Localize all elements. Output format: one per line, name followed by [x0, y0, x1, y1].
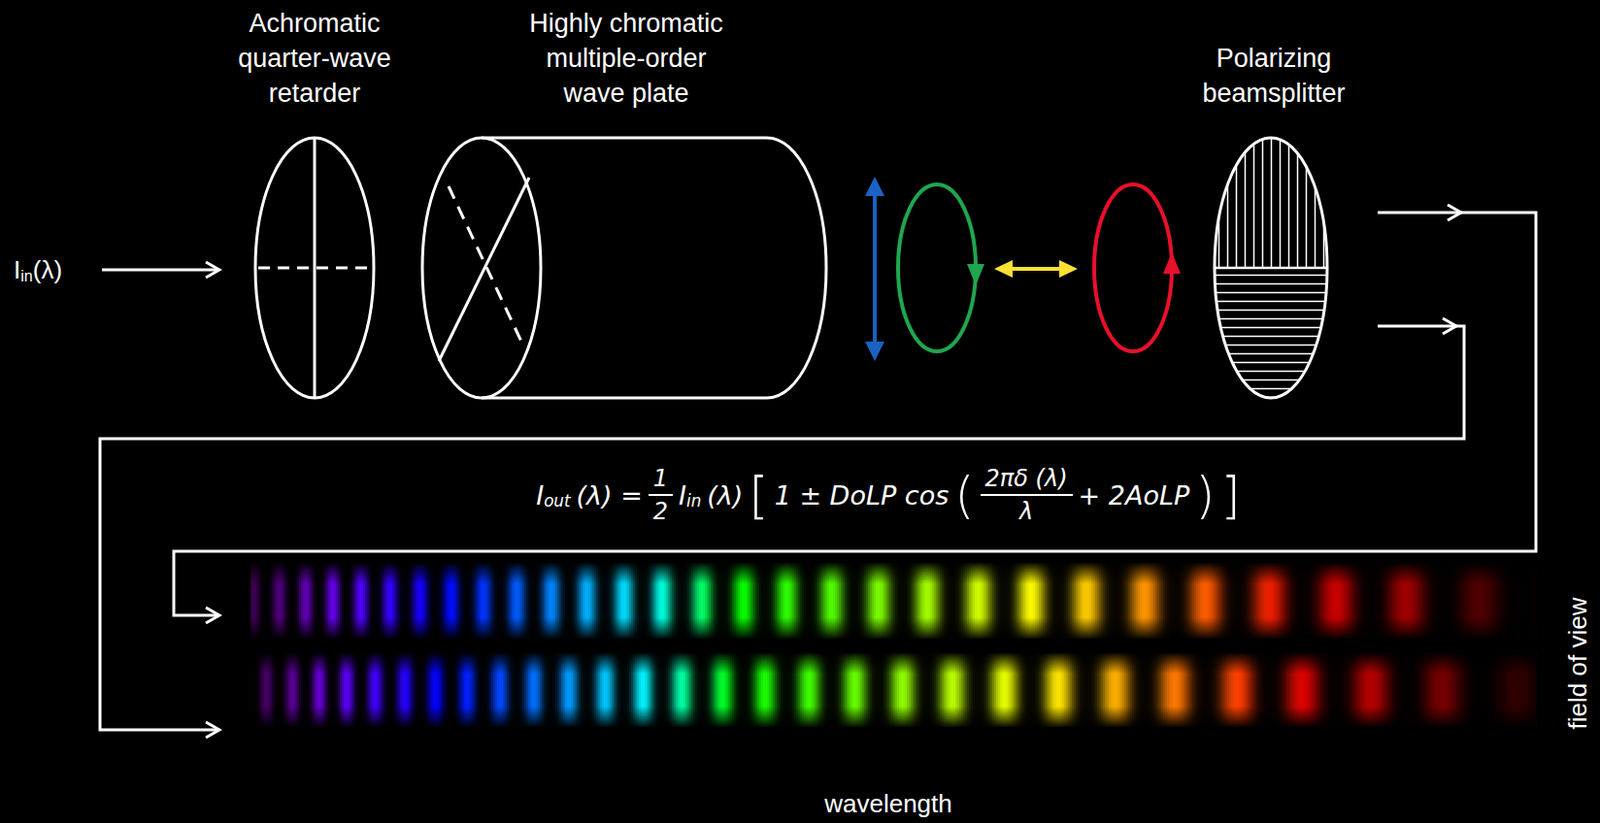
equation-text: + 2AoLP [1078, 480, 1191, 511]
intensity-symbol: I [13, 255, 21, 286]
circular-polarization-green [898, 184, 985, 352]
spectrum-ground [250, 653, 1536, 728]
component-name: Highly chromatic multiple-order wave pla… [517, 5, 736, 111]
subscript: in [20, 266, 34, 286]
numerator: 2πδ (λ) [980, 464, 1073, 497]
axis-label-wrap: wavelength [824, 789, 953, 820]
wave-plate-cylinder [422, 137, 827, 399]
axis-label: wavelength [824, 789, 953, 820]
equation-term: (λ) = [576, 480, 643, 511]
equation-term: ) [1195, 466, 1215, 525]
output-beam-paths [100, 204, 1536, 738]
output-beam [173, 212, 1536, 616]
beam-arrowhead [1447, 204, 1462, 221]
axis-label: field of view [1564, 597, 1595, 730]
equation-term: ( [954, 466, 974, 525]
bracket: ] [1221, 466, 1241, 525]
beam-arrowhead [205, 607, 220, 624]
component-heading: Highly chromatic multiple-order wave pla… [517, 5, 736, 111]
beam-arrowhead [205, 722, 220, 738]
spectrum-band [250, 653, 1536, 728]
subscript: out [543, 491, 570, 511]
equation-text: (λ) = [576, 480, 643, 511]
spectrum-ground [250, 563, 1536, 639]
wavelength-argument: (λ) [33, 255, 63, 286]
fringe-blur [250, 563, 1536, 639]
polarizing-beamsplitter [1213, 135, 1331, 400]
equation-term: 1 ± DoLP cos [774, 480, 950, 511]
bracket: ( [954, 466, 974, 525]
circular-polarization-red [1094, 184, 1181, 352]
bracket: ) [1195, 466, 1215, 525]
quarter-wave-retarder [255, 137, 374, 399]
fringe-edge-fade [250, 653, 1536, 728]
vertical-polarization-arrow [865, 176, 885, 362]
equation-text: (λ) [706, 480, 743, 511]
component-heading: Polarizing beamsplitter [1181, 40, 1367, 111]
component-name: Polarizing beamsplitter [1181, 40, 1367, 111]
component-heading: Achromatic quarter-wave retarder [222, 5, 407, 111]
equation-term: Iin [678, 480, 701, 511]
equation-term: + 2AoLP [1078, 480, 1191, 511]
horizontal-polarization-arrow [994, 260, 1078, 278]
equation-symbol: I [678, 480, 687, 511]
equation-symbol: I [535, 480, 544, 511]
input-beam-arrow [101, 262, 220, 278]
input-intensity-label: Iin(λ) [13, 255, 63, 286]
fringe-edge-fade [250, 563, 1536, 639]
output-intensity-equation: Iout(λ) =12Iin(λ)[1 ± DoLP cos(2πδ (λ)λ+… [535, 464, 1241, 527]
equation-term: (λ) [706, 480, 743, 511]
equation-term: 12 [648, 464, 673, 527]
equation-term: [ [748, 466, 768, 525]
fraction: 12 [648, 464, 673, 527]
denominator: 2 [653, 496, 668, 527]
equation-term: 2πδ (λ)λ [980, 464, 1073, 527]
equation-term: ] [1221, 466, 1241, 525]
component-name: Achromatic quarter-wave retarder [222, 5, 407, 111]
beam-arrowhead [1442, 318, 1457, 334]
axis-label-wrap: field of view [1564, 597, 1595, 730]
spectrum-band [250, 563, 1536, 639]
fringe-spectra [250, 563, 1536, 728]
denominator: λ [1019, 496, 1034, 527]
fraction: 2πδ (λ)λ [980, 464, 1073, 527]
equation-text: 1 ± DoLP cos [774, 480, 950, 511]
fringe-blur [250, 653, 1536, 728]
numerator: 1 [648, 464, 673, 497]
equation-term: Iout [535, 480, 570, 511]
subscript: in [686, 491, 701, 511]
bracket: [ [748, 466, 768, 525]
